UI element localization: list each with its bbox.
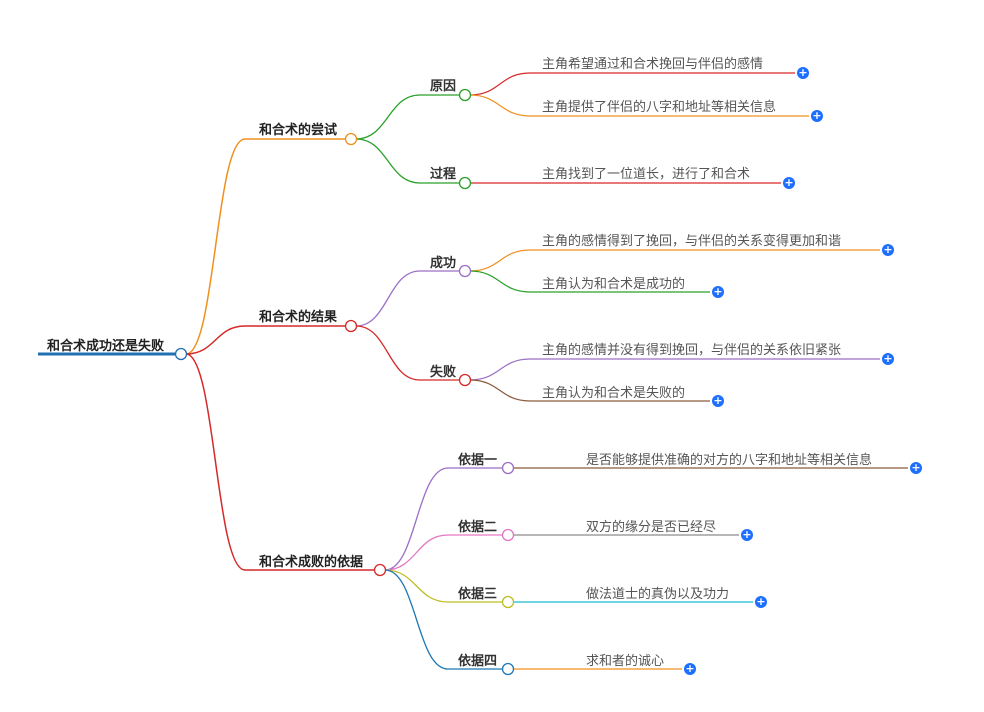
connector-branch-2-0 — [384, 467, 449, 571]
connector-leaf-1-1-1 — [469, 379, 531, 402]
node-circle-2-3[interactable] — [501, 662, 515, 676]
node-basis-4-label[interactable]: 依据四 — [458, 653, 498, 668]
connector-leaf-0-0-1 — [469, 94, 531, 117]
node-basis-2-label[interactable]: 依据二 — [458, 519, 498, 534]
expand-success-1-button[interactable]: + — [882, 243, 894, 256]
connector-branch-0-0 — [355, 94, 421, 140]
leaf-basis-2[interactable]: 双方的缘分是否已经尽 — [586, 519, 717, 534]
leaf-failure-2[interactable]: 主角认为和合术是失败的 — [542, 385, 686, 400]
expand-failure-1-button[interactable]: + — [882, 352, 894, 365]
leaf-reason-2[interactable]: 主角提供了伴侣的八字和地址等相关信息 — [542, 99, 777, 114]
expand-success-2-button[interactable]: + — [712, 285, 724, 298]
root-circle[interactable] — [174, 347, 188, 361]
leaf-basis-1[interactable]: 是否能够提供准确的对方的八字和地址等相关信息 — [586, 452, 873, 467]
branch-basis-label[interactable]: 和合术成败的依据 — [259, 554, 364, 569]
leaf-basis-3[interactable]: 做法道士的真伪以及功力 — [586, 586, 730, 601]
leaf-process-1[interactable]: 主角找到了一位道长，进行了和合术 — [542, 166, 751, 181]
node-process-label[interactable]: 过程 — [430, 166, 457, 181]
branch-result-label[interactable]: 和合术的结果 — [259, 309, 338, 324]
connector-root-2 — [185, 353, 246, 571]
leaf-reason-1[interactable]: 主角希望通过和合术挽回与伴侣的感情 — [542, 56, 764, 71]
node-circle-1-1[interactable] — [458, 373, 472, 387]
connector-leaf-1-1-0 — [469, 358, 531, 381]
connector-root-0 — [185, 138, 246, 355]
connector-branch-2-3 — [384, 569, 449, 670]
leaf-success-1[interactable]: 主角的感情得到了挽回，与伴侣的关系变得更加和谐 — [542, 233, 842, 248]
connector-branch-1-1 — [355, 325, 421, 381]
node-circle-2-2[interactable] — [501, 595, 515, 609]
leaf-failure-1[interactable]: 主角的感情并没有得到挽回，与伴侣的关系依旧紧张 — [542, 342, 842, 357]
node-circle-1-0[interactable] — [458, 264, 472, 278]
connector-branch-2-1 — [384, 534, 449, 571]
branch-circle-0[interactable] — [344, 132, 358, 146]
expand-reason-2-button[interactable]: + — [811, 109, 823, 122]
branch-circle-2[interactable] — [373, 563, 387, 577]
node-failure-label[interactable]: 失败 — [430, 364, 457, 379]
connector-leaf-0-0-0 — [469, 72, 531, 96]
expand-process-1-button[interactable]: + — [783, 176, 795, 189]
expand-basis-3-button[interactable]: + — [755, 595, 767, 608]
node-circle-0-1[interactable] — [458, 176, 472, 190]
root-node-label[interactable]: 和合术成功还是失败 — [47, 338, 165, 353]
branch-circle-1[interactable] — [344, 319, 358, 333]
node-reason-label[interactable]: 原因 — [430, 78, 457, 93]
expand-basis-1-button[interactable]: + — [910, 461, 922, 474]
connector-leaf-1-0-0 — [469, 249, 531, 272]
connector-branch-1-0 — [355, 270, 421, 327]
leaf-success-2[interactable]: 主角认为和合术是成功的 — [542, 276, 686, 291]
expand-basis-4-button[interactable]: + — [684, 662, 696, 675]
expand-reason-1-button[interactable]: + — [797, 66, 809, 79]
connector-leaf-1-0-1 — [469, 270, 531, 293]
connector-root-1 — [185, 325, 246, 355]
node-circle-2-1[interactable] — [501, 528, 515, 542]
expand-failure-2-button[interactable]: + — [712, 394, 724, 407]
connector-branch-0-1 — [355, 138, 421, 184]
node-circle-0-0[interactable] — [458, 88, 472, 102]
leaf-basis-4[interactable]: 求和者的诚心 — [586, 653, 665, 668]
connector-branch-2-2 — [384, 569, 449, 603]
node-circle-2-0[interactable] — [501, 461, 515, 475]
expand-basis-2-button[interactable]: + — [741, 528, 753, 541]
branch-attempt-label[interactable]: 和合术的尝试 — [259, 122, 338, 137]
node-success-label[interactable]: 成功 — [430, 255, 457, 270]
node-basis-1-label[interactable]: 依据一 — [458, 452, 498, 467]
node-basis-3-label[interactable]: 依据三 — [458, 586, 498, 601]
